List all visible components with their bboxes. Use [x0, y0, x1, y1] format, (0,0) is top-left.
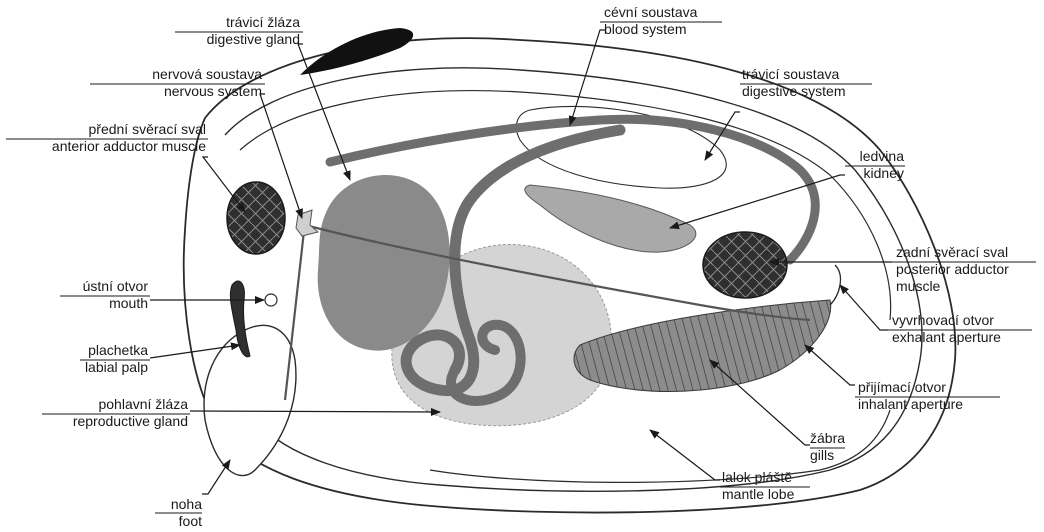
label-cz: pohlavní žláza [30, 396, 188, 413]
label-labial-palp: plachetka labial palp [60, 342, 148, 376]
label-cz: nervová soustava [80, 66, 262, 83]
label-cz: lalok pláště [722, 469, 794, 486]
label-en: nervous system [80, 83, 262, 100]
label-cz: ústní otvor [40, 278, 148, 295]
label-en: digestive gland [150, 31, 300, 48]
label-en: labial palp [60, 359, 148, 376]
label-en: mouth [40, 295, 148, 312]
label-gills: žábra gills [810, 430, 845, 464]
label-kidney: ledvina kidney [820, 148, 904, 182]
label-digestive-system: trávicí soustava digestive system [742, 66, 845, 100]
label-digestive-gland: trávicí žláza digestive gland [150, 14, 300, 48]
label-posterior-adductor: zadní svěrací sval posterior adductor mu… [896, 244, 1009, 295]
label-en: gills [810, 447, 845, 464]
label-en: blood system [604, 21, 697, 38]
label-reproductive-gland: pohlavní žláza reproductive gland [30, 396, 188, 430]
label-en: exhalant aperture [892, 329, 1001, 346]
label-exhalant: vyvrhovací otvor exhalant aperture [892, 312, 1001, 346]
label-en: mantle lobe [722, 486, 794, 503]
label-foot: noha foot [150, 496, 202, 530]
label-en: digestive system [742, 83, 845, 100]
label-mouth: ústní otvor mouth [40, 278, 148, 312]
label-cz: zadní svěrací sval [896, 244, 1009, 261]
label-en: foot [150, 513, 202, 530]
label-inhalant: přijímací otvor inhalant aperture [858, 379, 963, 413]
mouth-opening [265, 294, 277, 306]
label-cz: noha [150, 496, 202, 513]
label-blood-system: cévní soustava blood system [604, 4, 697, 38]
label-en: anterior adductor muscle [4, 138, 206, 155]
label-cz: vyvrhovací otvor [892, 312, 1001, 329]
label-nervous-system: nervová soustava nervous system [80, 66, 262, 100]
label-cz: trávicí žláza [150, 14, 300, 31]
label-en: kidney [820, 165, 904, 182]
posterior-adductor-muscle [703, 232, 787, 298]
label-cz: žábra [810, 430, 845, 447]
label-en: inhalant aperture [858, 396, 963, 413]
label-mantle-lobe: lalok pláště mantle lobe [722, 469, 794, 503]
label-cz: přijímací otvor [858, 379, 963, 396]
label-cz: trávicí soustava [742, 66, 845, 83]
label-cz: plachetka [60, 342, 148, 359]
label-en: reproductive gland [30, 413, 188, 430]
label-cz: přední svěrací sval [4, 121, 206, 138]
label-cz: ledvina [820, 148, 904, 165]
anterior-adductor-muscle [227, 182, 285, 254]
label-cz: cévní soustava [604, 4, 697, 21]
label-en-2: muscle [896, 278, 1009, 295]
label-en: posterior adductor [896, 261, 1009, 278]
label-anterior-adductor: přední svěrací sval anterior adductor mu… [4, 121, 206, 155]
